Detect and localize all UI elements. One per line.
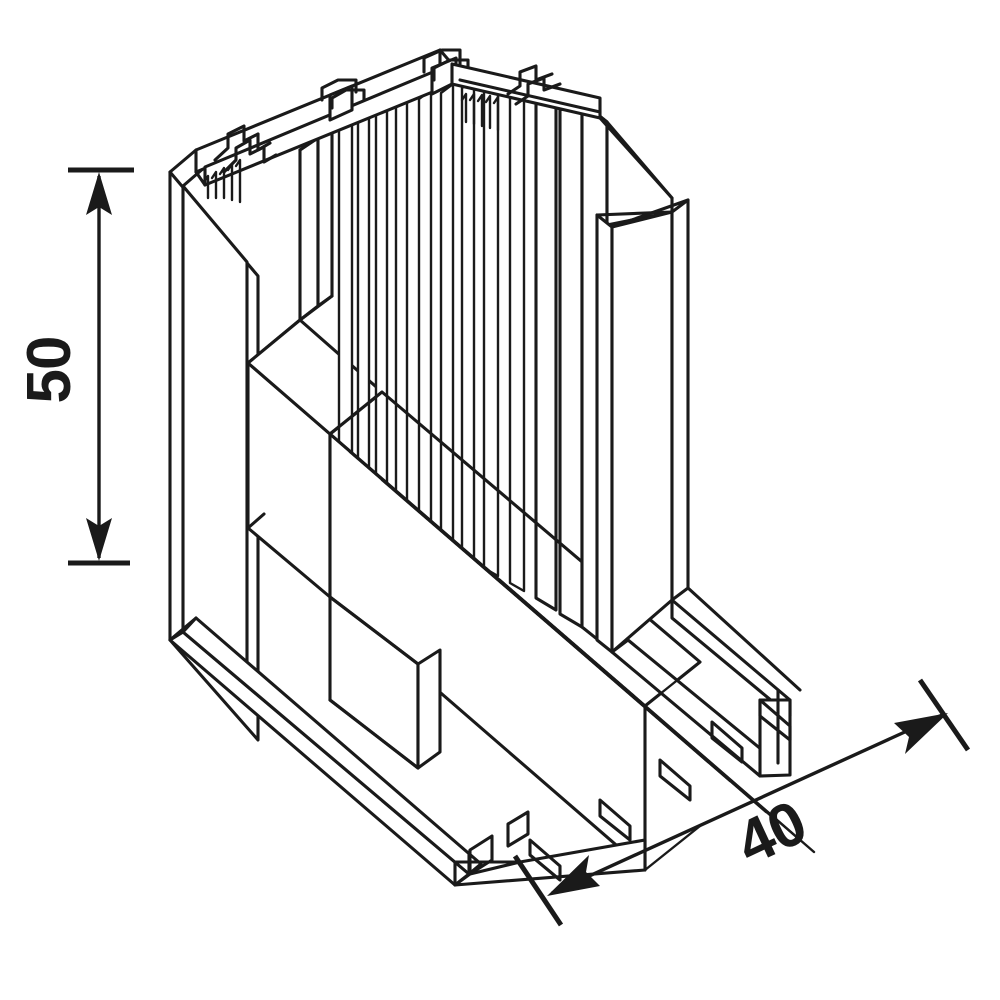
dimension-label-depth: 40 — [726, 788, 816, 879]
dimension-label-height: 50 — [15, 337, 84, 404]
aluminium-profile-body — [168, 48, 816, 887]
channel-floor-grooves — [328, 390, 816, 872]
dimension-height-50: 50 — [15, 167, 134, 566]
dim-arrow-up-icon — [86, 172, 112, 215]
left-inner-web — [298, 126, 334, 322]
dim-ext-lower-left — [512, 854, 564, 927]
dim-arrow-down-left-icon — [547, 855, 600, 896]
dim-line-diagonal — [551, 713, 943, 895]
dim-arrow-up-right-icon — [894, 713, 948, 754]
right-upstand-wing — [580, 100, 690, 654]
outer-left-wall — [168, 148, 260, 742]
top-interlock-detail — [194, 48, 602, 204]
lower-front-notches — [468, 810, 530, 876]
left-bottom-interior-return — [328, 595, 442, 770]
dim-arrow-down-icon — [86, 518, 112, 561]
